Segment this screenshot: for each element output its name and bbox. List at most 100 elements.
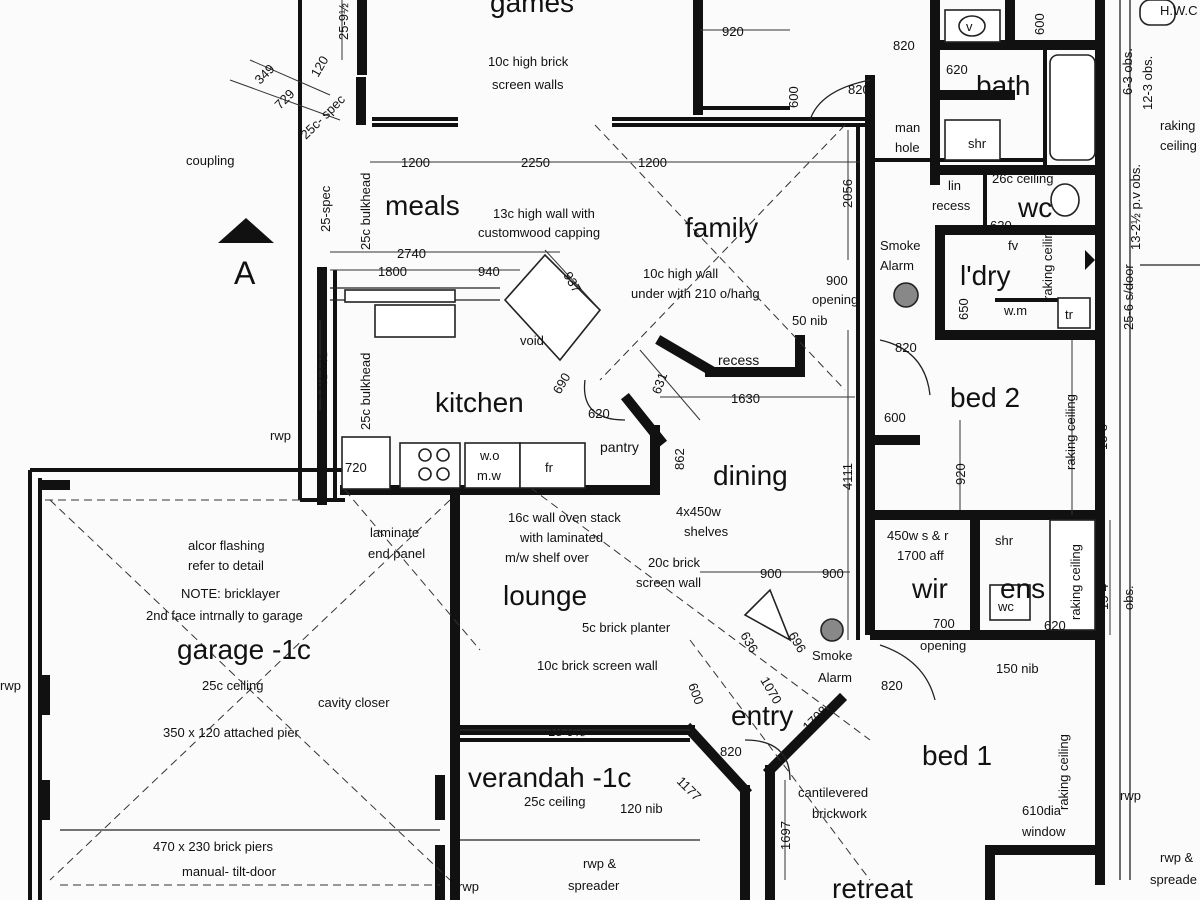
dim-820-c: 820 <box>895 340 917 355</box>
room-dining: dining <box>713 460 788 491</box>
note-laminate-2: end panel <box>368 546 425 561</box>
note-mw: m.w <box>477 468 501 483</box>
room-retreat: retreat <box>832 873 913 900</box>
dim-1697: 1697 <box>778 821 793 850</box>
dim-1177: 1177 <box>674 774 704 804</box>
note-10c-wall-2: under with 210 o/hang <box>631 286 760 301</box>
note-25-spec: 25-spec <box>318 185 333 232</box>
note-rwp-spreader-b2: spreade <box>1150 872 1197 887</box>
note-opening-900b: opening <box>812 292 858 307</box>
note-brick-piers: 470 x 230 brick piers <box>153 839 273 854</box>
note-man-hole-1: man <box>895 120 920 135</box>
room-recess: recess <box>718 352 759 368</box>
note-raking-ceiling-ens: raking ceiling <box>1068 544 1083 620</box>
note-screen-walls-1: 10c high brick <box>488 54 569 69</box>
guide-lines <box>45 0 1200 886</box>
annotations: 10c high brick screen walls coupling 25-… <box>0 3 1198 894</box>
room-lounge: lounge <box>503 580 587 611</box>
dim-600-b: 600 <box>1032 13 1047 35</box>
note-lin-recess-2: recess <box>932 198 971 213</box>
note-smoke-alarm-2b: Alarm <box>818 670 852 685</box>
dim-600-a: 600 <box>786 86 801 108</box>
note-obs-3: 13-2½ p.v obs. <box>1128 164 1143 250</box>
note-raking-ceiling-bed2: raking ceiling <box>1063 394 1078 470</box>
note-25c-ceiling-verandah: 25c ceiling <box>524 794 585 809</box>
dim-600-d: 600 <box>685 681 707 707</box>
note-wir-1: 450w s & r <box>887 528 949 543</box>
room-labels: games meals family kitchen dining lounge… <box>177 0 1052 900</box>
dim-2250: 2250 <box>521 155 550 170</box>
dim-631: 631 <box>649 371 671 397</box>
note-bulkhead-2: 25c bulkhead <box>358 353 373 430</box>
note-alcor-1: alcor flashing <box>188 538 265 553</box>
note-rwp-spreader-b1: rwp & <box>1160 850 1194 865</box>
dimension-lines <box>229 0 1111 880</box>
note-hwc: H.W.C <box>1160 3 1198 18</box>
note-laminate-1: laminate <box>370 525 419 540</box>
dim-1800: 1800 <box>378 264 407 279</box>
dim-900-b: 900 <box>822 566 844 581</box>
note-obs-1: 6-3 obs. <box>1120 48 1135 95</box>
note-tr: tr <box>1065 307 1074 322</box>
dim-920: 920 <box>722 24 744 39</box>
note-screen-wall-10c: 10c brick screen wall <box>537 658 658 673</box>
dim-820-a: 820 <box>893 38 915 53</box>
note-cantilevered-2: brickwork <box>812 806 867 821</box>
note-150-nib: 150 nib <box>996 661 1039 676</box>
note-obs-2: 12-3 obs. <box>1140 56 1155 110</box>
note-shelves-2: shelves <box>684 524 729 539</box>
note-screen-walls-2: screen walls <box>492 77 564 92</box>
dim-620-c: 620 <box>990 218 1012 233</box>
note-obs-4: obs. <box>1121 585 1136 610</box>
note-20c-brick-1: 20c brick <box>648 555 701 570</box>
dim-820-b: 820 <box>848 82 870 97</box>
note-bricklayer-1: NOTE: bricklayer <box>181 586 281 601</box>
room-meals: meals <box>385 190 460 221</box>
note-cavity-closer: cavity closer <box>318 695 390 710</box>
note-opening-700-1: 700 <box>933 616 955 631</box>
dim-690: 690 <box>550 370 574 396</box>
note-coupling: coupling <box>186 153 234 168</box>
walls <box>28 0 1105 900</box>
note-smoke-alarm-1a: Smoke <box>880 238 920 253</box>
note-alcor-2: refer to detail <box>188 558 264 573</box>
dim-2056: 2056 <box>840 179 855 208</box>
room-void: void <box>520 333 544 348</box>
dim-4111: 4111 <box>840 463 855 490</box>
note-10c-wall-1: 10c high wall <box>643 266 718 281</box>
note-shr-ens: shr <box>995 533 1014 548</box>
note-opening-900a: 900 <box>826 273 848 288</box>
note-25c-ceiling-garage: 25c ceiling <box>202 678 263 693</box>
note-fr-kitchen: fr <box>545 460 554 475</box>
note-lin-recess-1: lin <box>948 178 961 193</box>
note-window-610-2: window <box>1021 824 1066 839</box>
room-verandah: verandah -1c <box>468 762 631 793</box>
note-wm: w.m <box>1003 303 1027 318</box>
note-rwp-spreader-1: rwp & <box>583 856 617 871</box>
note-rwp-3: rwp <box>458 879 479 894</box>
dim-696: 696 <box>785 629 809 655</box>
note-cantilevered-1: cantilevered <box>798 785 868 800</box>
room-entry: entry <box>731 700 793 731</box>
note-smoke-alarm-2a: Smoke <box>812 648 852 663</box>
note-shelves-1: 4x450w <box>676 504 721 519</box>
note-shr: shr <box>968 136 987 151</box>
note-rwp-2: rwp <box>0 678 21 693</box>
note-oven-3: m/w shelf over <box>505 550 589 565</box>
dim-920-b: 920 <box>953 463 968 485</box>
fixtures <box>218 0 1176 781</box>
dim-636: 636 <box>737 629 761 655</box>
note-raking-ceiling-ldry: raking ceiling <box>1040 224 1055 300</box>
room-bed1: bed 1 <box>922 740 992 771</box>
note-bulkhead-1: 25c bulkhead <box>358 173 373 250</box>
note-raking-ceiling-top-1: raking <box>1160 118 1195 133</box>
note-raking-ceiling-top-2: ceiling <box>1160 138 1197 153</box>
dim-729: 729 <box>272 86 298 112</box>
note-v: v <box>966 19 973 34</box>
dim-940: 940 <box>478 264 500 279</box>
dim-820-e: 820 <box>720 744 742 759</box>
note-20c-brick-2: screen wall <box>636 575 701 590</box>
room-games: games <box>490 0 574 18</box>
room-pantry: pantry <box>600 439 639 455</box>
